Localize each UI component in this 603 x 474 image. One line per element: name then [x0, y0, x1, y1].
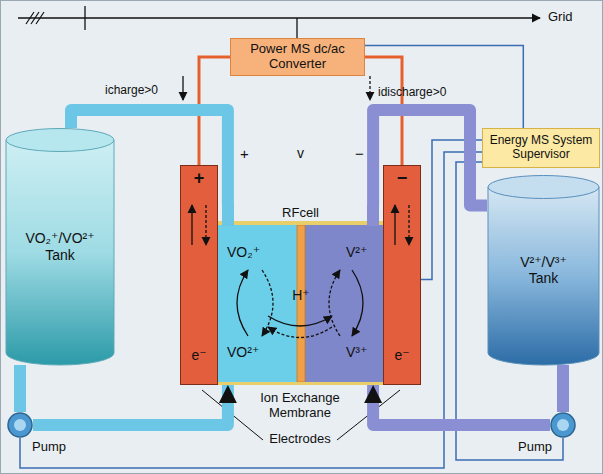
- cell-frame: [218, 221, 383, 225]
- pipe: [14, 365, 26, 412]
- electrode-text: e⁻: [394, 347, 409, 363]
- pump: Pump: [7, 412, 33, 438]
- pump-shape: [7, 412, 33, 438]
- supervisor-box-text: Energy MS System Supervisor: [489, 134, 593, 162]
- electrolyte-tank-text: VO₂⁺/VO²⁺ Tank: [14, 230, 106, 262]
- cell-frame: [218, 382, 383, 385]
- polarity-sign: +: [240, 145, 249, 162]
- pump-body: [8, 413, 32, 437]
- tank-top: [6, 129, 114, 152]
- electrode: + e⁻: [180, 165, 218, 385]
- charge-current-arrow: [182, 76, 183, 100]
- flow-cell-text: RFcell: [282, 206, 319, 221]
- grid-label: Grid: [548, 10, 573, 25]
- polarity-sign: −: [355, 145, 364, 162]
- supervisor-box: Energy MS System Supervisor: [482, 128, 600, 168]
- pipe-stub: [367, 205, 379, 226]
- pipe: [33, 385, 228, 425]
- proton-arc: [268, 327, 332, 338]
- tank-body: [6, 140, 114, 365]
- current-label: icharge>0: [105, 84, 158, 98]
- electrode-text: e⁻: [191, 347, 206, 363]
- three-phase-mark: [26, 12, 44, 24]
- positive-electrolyte: [218, 225, 297, 382]
- electrode-text: +: [194, 168, 205, 189]
- electrode: − e⁻: [383, 165, 421, 385]
- tank-top: [488, 176, 599, 199]
- ion-label: H⁺: [292, 287, 310, 303]
- electrolyte-tank: VO₂⁺/VO²⁺ Tank: [5, 128, 115, 365]
- discharge-current-arrow: [369, 76, 370, 100]
- pipe-stub: [222, 205, 234, 226]
- electron-arrow: [191, 205, 192, 245]
- bus-tick: [84, 6, 85, 30]
- electrode-text: −: [397, 168, 408, 189]
- reaction-arc: [329, 270, 340, 336]
- electron-arrow: [394, 205, 395, 245]
- converter-box: Power MS dc/ac Converter: [230, 38, 365, 76]
- grid-feed: [296, 18, 297, 38]
- ion-label: VO²⁺: [227, 344, 259, 360]
- converter-box-text: Power MS dc/ac Converter: [242, 42, 354, 72]
- reaction-arc: [237, 270, 248, 336]
- electrode-plate: [384, 166, 421, 385]
- pipe: [557, 365, 569, 412]
- reaction-arc: [262, 270, 273, 336]
- ion-label: V³⁺: [346, 344, 367, 360]
- pump-rotor: [557, 419, 569, 431]
- electrode-plate: [181, 166, 218, 385]
- electrolyte-tank-text: V²⁺/V³⁺ Tank: [508, 254, 580, 286]
- ion-label: V²⁺: [346, 244, 367, 260]
- electrolyte-tank: V²⁺/V³⁺ Tank: [487, 175, 600, 365]
- ion-exchange-membrane: [297, 225, 305, 382]
- voltage-label: v: [297, 145, 304, 161]
- proton-arc: [268, 316, 332, 326]
- electron-arrow: [408, 205, 409, 245]
- negative-electrolyte: [305, 225, 383, 382]
- current-label: idischarge>0: [378, 86, 446, 100]
- pump-body: [551, 413, 575, 437]
- reaction-arc: [352, 270, 363, 336]
- electron-arrow: [205, 205, 206, 245]
- pump-rotor: [14, 419, 26, 431]
- pipe: [373, 385, 550, 425]
- pump: Pump: [550, 412, 576, 438]
- grid-bus: [18, 17, 540, 18]
- ion-label: VO₂⁺: [227, 244, 260, 260]
- pump-text: Pump: [518, 440, 552, 455]
- tank-body: [488, 187, 599, 365]
- pump-shape: [550, 412, 576, 438]
- part-label: Ion Exchange Membrane: [250, 391, 350, 421]
- pump-text: Pump: [32, 440, 66, 455]
- part-label: Electrodes: [269, 432, 330, 447]
